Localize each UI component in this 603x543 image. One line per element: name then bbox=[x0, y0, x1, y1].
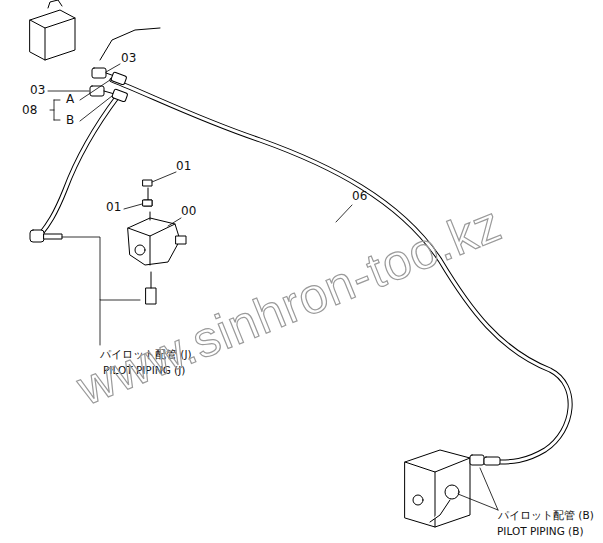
callout-letter: A bbox=[66, 93, 74, 106]
hose-fitting bbox=[90, 28, 160, 102]
pilot-piping-label: PILOT PIPING (B) bbox=[497, 526, 584, 538]
callout-number: 08 bbox=[22, 104, 37, 117]
hose bbox=[40, 80, 570, 462]
callout-number: 03 bbox=[121, 52, 136, 65]
callout-number: 00 bbox=[181, 205, 196, 218]
callout-letter: B bbox=[66, 114, 74, 127]
pilot-piping-label: パイロット配管 (B) bbox=[498, 510, 594, 522]
callout-number: 01 bbox=[106, 201, 121, 214]
callout-number: 03 bbox=[30, 84, 45, 97]
leader-line bbox=[100, 300, 101, 345]
elbow-fitting bbox=[30, 230, 62, 242]
bolt bbox=[143, 180, 152, 206]
callout-number: 06 bbox=[352, 190, 367, 203]
valve-block bbox=[405, 450, 500, 527]
valve-block bbox=[30, 0, 75, 60]
callout-number: 01 bbox=[176, 160, 191, 173]
leader-line bbox=[62, 237, 140, 300]
